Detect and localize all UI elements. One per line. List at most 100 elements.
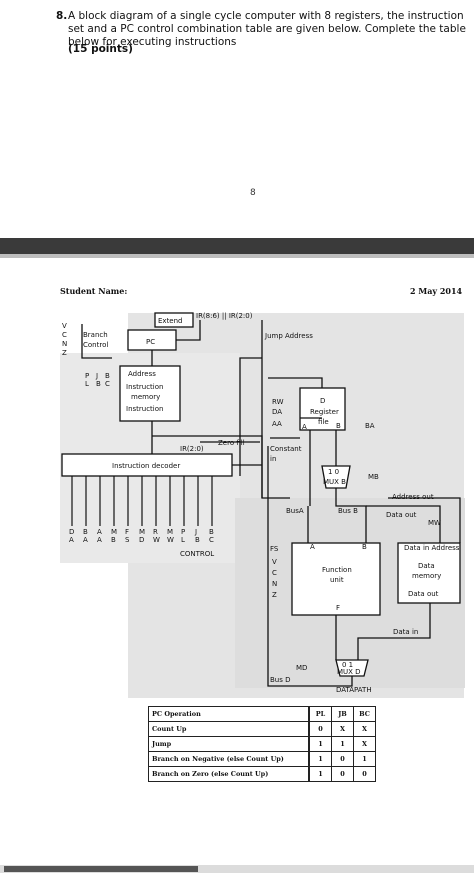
fu-flag-n: N: [272, 580, 277, 588]
wire-bus-d: [267, 506, 353, 687]
fu-flag-c: C: [272, 569, 277, 577]
ir-field-label: IR(8:6) || IR(2:0): [196, 312, 253, 320]
ctrl-top-8: P: [181, 528, 185, 536]
ctrl-top-7: M: [167, 528, 173, 536]
data-memory-label: Data: [418, 562, 435, 570]
header-pc-operation: PC Operation: [148, 706, 309, 722]
wire-data-out: [366, 505, 441, 543]
wire-address-out: [388, 497, 461, 543]
wire-register-top: [268, 377, 323, 388]
memory-label: memory: [412, 572, 441, 580]
ctrl-top-2: A: [97, 528, 102, 536]
ctrl-bottom-2: A: [97, 536, 102, 544]
table-row: Jump 1 1 X: [148, 736, 376, 752]
ctrl-top-6: R: [153, 528, 158, 536]
header-bc: BC: [353, 706, 376, 722]
flag-c-input: C: [62, 331, 67, 339]
pl-bottom: L: [85, 380, 89, 388]
reg-d-label: D: [320, 397, 325, 405]
extend-label: Extend: [158, 317, 183, 325]
flag-n-input: N: [62, 340, 67, 348]
bus-a-label: BusA: [286, 507, 304, 515]
fu-flag-v: V: [272, 558, 277, 566]
fs-label: FS: [270, 545, 279, 553]
table-row: Branch on Zero (else Count Up) 1 0 0: [148, 766, 376, 782]
table-header-row: PC Operation PL JB BC: [148, 706, 376, 722]
bc-bottom: C: [105, 380, 110, 388]
instruction-memory-block: [119, 365, 181, 422]
ba-label: BA: [365, 422, 375, 430]
page-separator: [0, 238, 474, 254]
jump-address-label: Jump Address: [264, 332, 313, 340]
rw-label: RW: [272, 398, 284, 406]
aa-label: AA: [272, 420, 282, 428]
function-unit-block: [291, 542, 381, 616]
page-separator-edge: [0, 254, 474, 258]
ctrl-bottom-5: D: [139, 536, 144, 544]
pc-control-table: PC Operation PL JB BC Count Up 0 X X Jum…: [148, 706, 376, 782]
pl-top: P: [85, 372, 89, 380]
jb-bottom: B: [96, 380, 101, 388]
branch-label: Branch: [83, 331, 108, 339]
extend-block: [154, 312, 194, 328]
control-lines: [71, 476, 213, 526]
page-number: 8: [250, 188, 256, 198]
exam-date: 2 May 2014: [410, 286, 463, 296]
ctrl-top-1: B: [83, 528, 88, 536]
ctrl-bottom-4: S: [125, 536, 130, 544]
control-label: Control: [83, 341, 108, 349]
diagram-page: Student Name: 2 May 2014: [0, 258, 474, 865]
ctrl-bottom-7: W: [167, 536, 174, 544]
mux-b-label: MUX B: [323, 478, 346, 486]
horizontal-scrollbar[interactable]: [0, 865, 474, 873]
scrollbar-thumb[interactable]: [4, 866, 198, 872]
table-row: Branch on Negative (else Count Up) 1 0 1: [148, 751, 376, 767]
file-label: file: [318, 418, 329, 426]
address-out-label: Address out: [392, 493, 434, 501]
branch-control-bracket: [81, 324, 112, 359]
question-page: 8. A block diagram of a single cycle com…: [0, 0, 474, 240]
question-text: A block diagram of a single cycle comput…: [68, 10, 466, 48]
zero-fill-label: Zero fill: [218, 439, 245, 447]
ctrl-top-9: J: [194, 528, 197, 536]
mux-b: [321, 465, 351, 489]
ctrl-bottom-3: B: [111, 536, 116, 544]
jb-top: J: [95, 372, 98, 380]
imem-address-label: Address: [128, 370, 156, 378]
ctrl-bottom-8: L: [181, 536, 185, 544]
register-label: Register: [310, 408, 339, 416]
fu-a-port: A: [310, 543, 315, 551]
question-points: (15 points): [68, 43, 133, 55]
bc-top: B: [105, 372, 110, 380]
control-signal-labels: D B A M F M R M P J B A A A B S D W W L …: [69, 528, 214, 544]
da-label: DA: [272, 408, 282, 416]
decoder-label: Instruction decoder: [112, 462, 180, 470]
reg-b-port: B: [336, 422, 341, 430]
wire-pc-extend: [176, 320, 201, 341]
computer-block-diagram: Extend IR(8:6) || IR(2:0) PC Branch Cont…: [60, 312, 465, 698]
unit-label: unit: [330, 576, 344, 584]
mb-label: MB: [368, 473, 379, 481]
wire-bus-b: [335, 488, 367, 543]
constant-in-label: in: [270, 455, 276, 463]
imem-memory-label: memory: [131, 393, 160, 401]
ctrl-bottom-1: A: [83, 536, 88, 544]
function-label: Function: [322, 566, 352, 574]
table-row: Count Up 0 X X: [148, 721, 376, 737]
ctrl-top-0: D: [69, 528, 74, 536]
ctrl-top-10: B: [209, 528, 214, 536]
reg-a-port: A: [302, 423, 307, 431]
student-name-label: Student Name:: [60, 286, 128, 296]
data-memory-out-label: Data out: [408, 590, 439, 598]
constant-label: Constant: [270, 445, 302, 453]
fu-flag-z: Z: [272, 591, 277, 599]
header-pl: PL: [309, 706, 332, 722]
pc-label: PC: [146, 338, 155, 346]
ctrl-top-3: M: [111, 528, 117, 536]
header-jb: JB: [331, 706, 354, 722]
data-out-label: Data out: [386, 511, 417, 519]
ctrl-bottom-9: B: [195, 536, 200, 544]
ctrl-bottom-6: W: [153, 536, 160, 544]
ctrl-bottom-10: C: [209, 536, 214, 544]
md-label: MD: [296, 664, 307, 672]
